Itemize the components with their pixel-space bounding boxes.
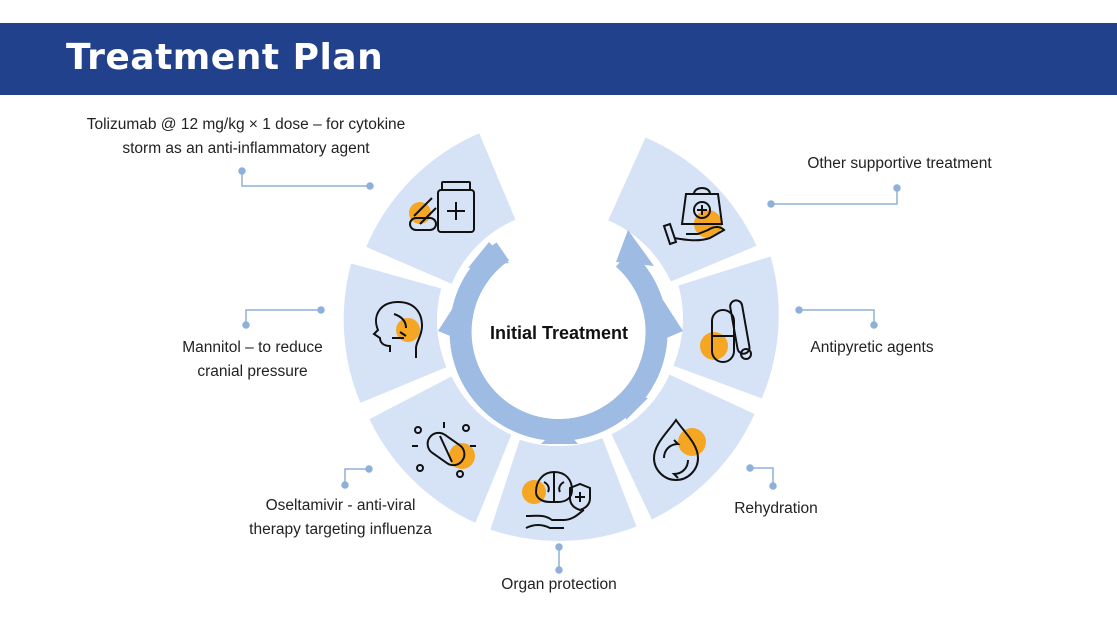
label-antipyretic: Antipyretic agents (810, 339, 934, 356)
brain-shield-hand-icon (522, 470, 591, 529)
segment-organ-protection (490, 438, 637, 541)
connector-oseltamivir (344, 468, 369, 485)
connector-mannitol (245, 309, 321, 325)
center-label: Initial Treatment (490, 323, 628, 343)
capsule-thermometer-icon (700, 299, 752, 363)
label-mannitol: Mannitol – to reduce cranial pressure (182, 339, 323, 380)
segment-tolizumab (366, 133, 516, 284)
segment-antipyretic (673, 256, 779, 399)
arrow-head (541, 424, 578, 444)
connectors (238, 167, 901, 574)
label-organ-protection: Organ protection (501, 576, 617, 593)
segment-mannitol (343, 263, 447, 403)
title-bar: Treatment Plan (0, 23, 1117, 95)
medicine-bottle-icon (409, 181, 475, 233)
page-title: Treatment Plan (66, 37, 384, 78)
inner-cycle-ring (449, 242, 668, 441)
water-drop-refresh-icon (652, 418, 706, 482)
arrow-head (662, 300, 683, 340)
connector-rehydration (750, 467, 774, 486)
arrow-head (624, 394, 648, 420)
label-rehydration: Rehydration (734, 500, 818, 517)
label-supportive: Other supportive treatment (807, 155, 992, 172)
label-oseltamivir: Oseltamivir - anti-viral therapy targeti… (249, 497, 432, 538)
medical-bag-hand-icon (662, 187, 726, 246)
segment-supportive (608, 137, 757, 282)
connector-supportive (771, 188, 898, 205)
arrow-head (616, 230, 654, 266)
head-skull-icon (372, 300, 424, 358)
segment-oseltamivir (369, 376, 512, 523)
connector-tolizumab (241, 171, 370, 187)
label-tolizumab: Tolizumab @ 12 mg/kg × 1 dose – for cyto… (86, 116, 406, 157)
arrow-head (468, 242, 509, 268)
center-circle (473, 247, 645, 419)
connector-antipyretic (799, 309, 875, 325)
arrow-head (438, 300, 460, 340)
cycle-arrows (438, 230, 683, 444)
arrow-head (475, 392, 499, 420)
antiviral-capsule-icon (412, 422, 476, 478)
